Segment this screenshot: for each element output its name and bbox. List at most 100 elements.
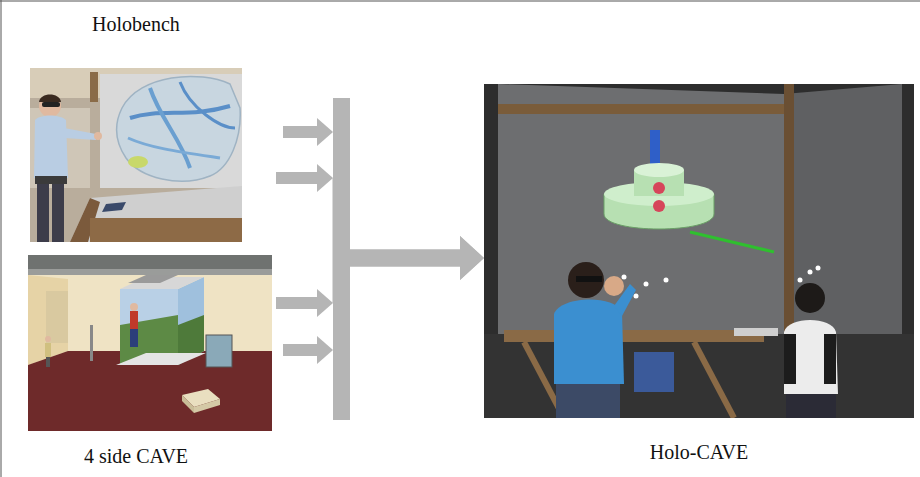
illustration-part <box>644 282 649 287</box>
illustration-part <box>283 344 317 356</box>
illustration-part <box>317 118 333 146</box>
illustration-part <box>634 163 684 177</box>
illustration-part <box>128 275 178 283</box>
illustration-part <box>317 336 333 364</box>
image-panel: Holobench <box>28 8 274 244</box>
illustration-part <box>816 266 821 271</box>
panel-caption: 4 side CAVE <box>26 444 246 468</box>
illustration-part <box>90 325 93 361</box>
illustration-part <box>694 342 734 418</box>
illustration-part <box>30 68 242 242</box>
illustration-part <box>28 255 272 431</box>
illustration-part <box>116 353 206 365</box>
illustration-part <box>128 156 148 168</box>
illustration-part <box>45 336 51 342</box>
illustration-part <box>130 311 138 329</box>
illustration-part <box>317 164 333 192</box>
illustration-part <box>333 250 460 267</box>
panel-caption: Holo-CAVE <box>482 440 916 464</box>
illustration-part <box>116 76 240 181</box>
illustration-part <box>276 172 317 184</box>
illustration-part <box>333 250 460 267</box>
illustration-part <box>130 106 230 118</box>
illustration-part <box>194 399 220 413</box>
illustration-part <box>39 95 61 117</box>
illustration-part <box>786 394 836 418</box>
illustration-part <box>39 95 61 103</box>
illustration-part <box>90 218 242 242</box>
holobench-photo <box>30 68 242 242</box>
illustration-part <box>0 1 920 2</box>
illustration-part <box>498 84 784 354</box>
illustration-part <box>90 72 98 102</box>
illustration-part <box>460 236 484 280</box>
illustration-part <box>28 255 272 269</box>
illustration-part <box>128 138 220 158</box>
illustration-part <box>798 278 803 283</box>
merge-arrow <box>276 236 484 317</box>
illustration-part <box>130 303 138 311</box>
illustration-part <box>504 330 764 342</box>
illustration-part <box>102 202 126 212</box>
illustration-part <box>498 104 788 114</box>
illustration-part <box>734 328 778 336</box>
illustration-part <box>484 334 914 418</box>
illustration-part <box>808 270 813 275</box>
illustration-part <box>28 269 272 275</box>
illustration-part <box>784 320 838 394</box>
illustration-part <box>178 277 204 365</box>
illustration-part <box>554 299 624 384</box>
illustration-part <box>46 291 68 343</box>
illustration-part <box>34 116 68 179</box>
illustration-part <box>568 262 604 298</box>
illustration-part <box>622 275 627 280</box>
illustration-part <box>45 343 51 357</box>
illustration-part <box>70 186 242 242</box>
cave-render <box>28 255 272 431</box>
illustration-part <box>182 395 194 413</box>
illustration-part <box>100 74 242 188</box>
illustration-part <box>333 178 350 258</box>
illustration-part <box>130 329 138 347</box>
illustration-part <box>28 351 272 431</box>
illustration-part <box>634 352 674 392</box>
holo-cave-photo <box>484 84 914 418</box>
illustration-part <box>30 108 90 188</box>
illustration-part <box>556 384 620 418</box>
illustration-part <box>42 102 60 107</box>
illustration-part <box>276 297 317 309</box>
illustration-part <box>206 335 232 367</box>
panel-caption: Holobench <box>28 12 244 36</box>
illustration-part <box>28 275 68 365</box>
image-panel: Holo-CAVE <box>482 82 916 470</box>
illustration-part <box>784 84 902 334</box>
illustration-part <box>634 294 639 299</box>
illustration-part <box>460 236 484 280</box>
illustration-part <box>614 284 636 316</box>
illustration-part <box>824 334 836 384</box>
illustration-part <box>484 84 914 418</box>
illustration-part <box>1 0 2 477</box>
illustration-part <box>64 128 96 140</box>
illustration-part <box>784 334 796 384</box>
illustration-part <box>690 232 774 252</box>
illustration-part <box>283 126 317 138</box>
merge-arrow <box>276 164 484 280</box>
illustration-part <box>180 82 235 128</box>
illustration-part <box>653 182 665 194</box>
illustration-part <box>784 84 794 344</box>
illustration-part <box>35 176 67 184</box>
illustration-part <box>795 283 825 313</box>
illustration-part <box>52 184 64 242</box>
illustration-part <box>37 184 49 242</box>
illustration-part <box>317 289 333 317</box>
illustration-part <box>604 276 624 296</box>
illustration-part <box>46 357 50 367</box>
illustration-part <box>653 200 665 212</box>
illustration-part <box>94 132 102 140</box>
image-panel: 4 side CAVE <box>26 252 274 474</box>
illustration-part <box>664 278 669 283</box>
illustration-part <box>576 276 602 282</box>
illustration-part <box>150 88 190 168</box>
